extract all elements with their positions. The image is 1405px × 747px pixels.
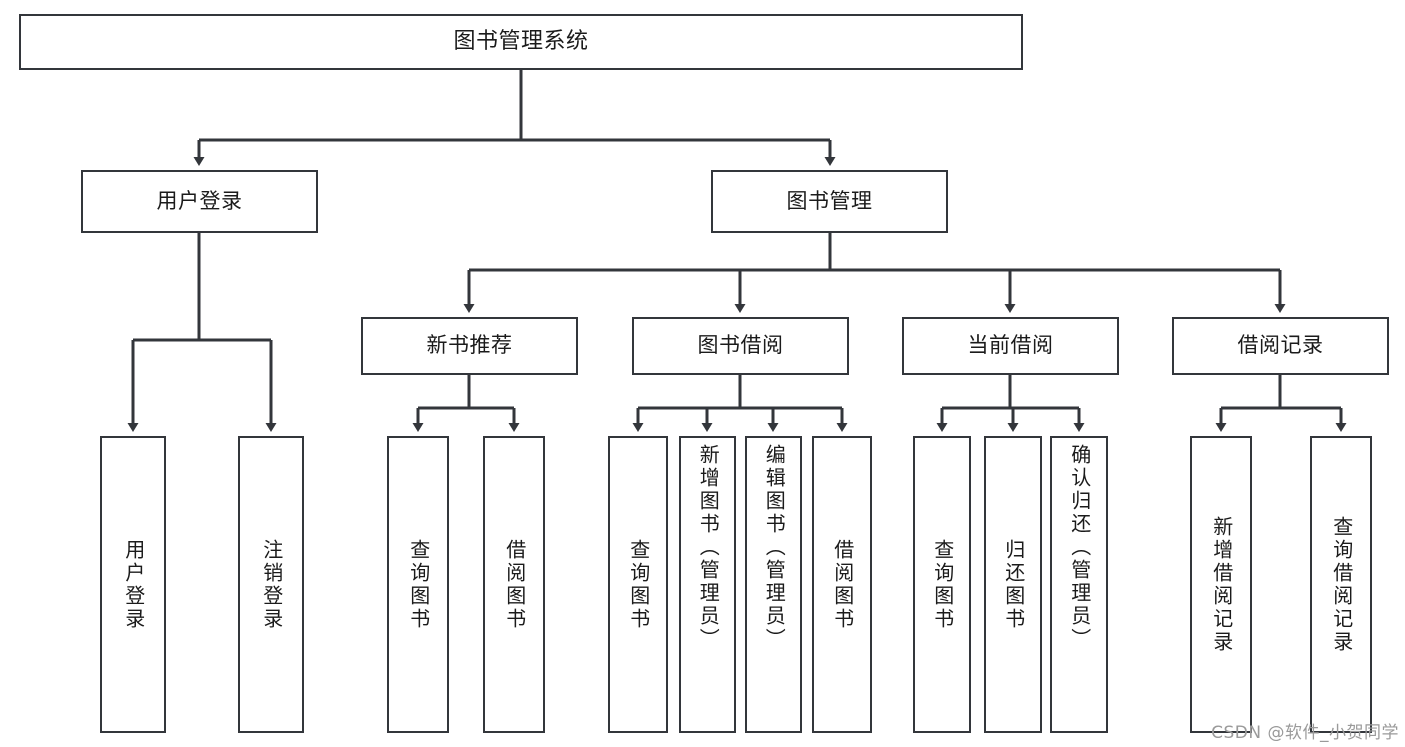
node-root[interactable]: 图书管理系统 xyxy=(19,14,1023,70)
node-label: 图书借阅 xyxy=(697,333,784,358)
node-level2-user-login[interactable]: 用户登录 xyxy=(81,170,318,233)
node-label: 新增图书（管理员） xyxy=(696,444,721,651)
node-level3-book-borrow[interactable]: 图书借阅 xyxy=(632,317,849,375)
node-leaf-edit-book-admin[interactable]: 编辑图书（管理员） xyxy=(745,436,802,733)
node-label: 注销登录 xyxy=(259,538,284,631)
node-label: 当前借阅 xyxy=(967,333,1054,358)
node-level3-current-borrow[interactable]: 当前借阅 xyxy=(902,317,1119,375)
node-leaf-query-borrow-record[interactable]: 查询借阅记录 xyxy=(1310,436,1372,733)
node-label: 归还图书 xyxy=(1001,538,1026,631)
node-label: 借阅图书 xyxy=(830,538,855,631)
node-leaf-confirm-return-admin[interactable]: 确认归还（管理员） xyxy=(1050,436,1108,733)
node-leaf-add-borrow-record[interactable]: 新增借阅记录 xyxy=(1190,436,1252,733)
node-label: 查询图书 xyxy=(626,538,651,631)
node-leaf-query-books-current[interactable]: 查询图书 xyxy=(913,436,971,733)
node-label: 用户登录 xyxy=(121,538,146,631)
node-label: 用户登录 xyxy=(156,188,243,213)
node-leaf-borrow-books[interactable]: 借阅图书 xyxy=(812,436,872,733)
node-leaf-user-login[interactable]: 用户登录 xyxy=(100,436,166,733)
node-level3-new-book-recommend[interactable]: 新书推荐 xyxy=(361,317,578,375)
node-label: 编辑图书（管理员） xyxy=(762,444,787,651)
node-level2-book-management[interactable]: 图书管理 xyxy=(711,170,948,233)
watermark: CSDN @软件_小贺同学 xyxy=(1211,723,1399,743)
node-label: 查询图书 xyxy=(406,538,431,631)
node-label: 图书管理系统 xyxy=(453,28,589,54)
node-level3-borrow-record[interactable]: 借阅记录 xyxy=(1172,317,1389,375)
node-label: 图书管理 xyxy=(786,188,873,213)
node-leaf-return-books[interactable]: 归还图书 xyxy=(984,436,1042,733)
node-label: 新增借阅记录 xyxy=(1209,515,1234,654)
node-label: 确认归还（管理员） xyxy=(1067,444,1092,651)
node-label: 借阅记录 xyxy=(1237,333,1324,358)
node-leaf-query-books-recommend[interactable]: 查询图书 xyxy=(387,436,449,733)
node-leaf-add-book-admin[interactable]: 新增图书（管理员） xyxy=(679,436,736,733)
node-label: 新书推荐 xyxy=(426,333,513,358)
node-label: 查询图书 xyxy=(930,538,955,631)
node-leaf-borrow-books-recommend[interactable]: 借阅图书 xyxy=(483,436,545,733)
node-label: 借阅图书 xyxy=(502,538,527,631)
node-label: 查询借阅记录 xyxy=(1329,515,1354,654)
node-leaf-logout[interactable]: 注销登录 xyxy=(238,436,304,733)
node-leaf-query-books-borrow[interactable]: 查询图书 xyxy=(608,436,668,733)
